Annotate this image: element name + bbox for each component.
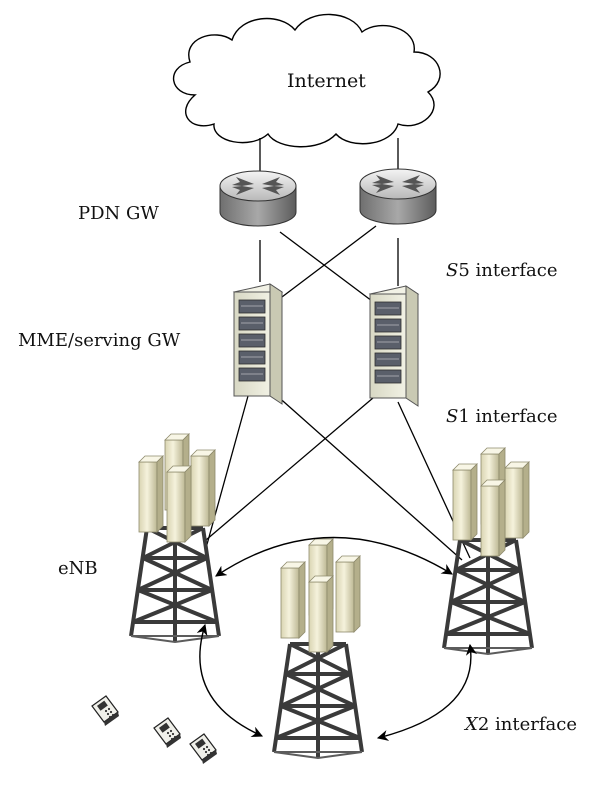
server-rack-icon [233,283,283,405]
pdn-gw-label: PDN GW [78,203,159,224]
s5-prefix: S [446,260,459,281]
cloud-icon [172,13,441,148]
s5-interface-label: S5 interface [446,262,557,280]
enb-label: eNB [58,558,98,579]
x2-links [196,536,478,741]
internet-label: Internet [287,70,366,92]
x2-suffix: 2 interface [477,714,577,735]
cell-tower-icon [272,538,364,760]
mobile-phone-icon [153,717,182,749]
x2-interface-label: X2 interface [465,716,577,734]
s1-prefix: S [446,406,459,427]
x2-prefix: X [465,714,478,735]
router-icon [219,170,297,227]
mobile-phone-icon [91,695,120,727]
s1-suffix: 1 interface [458,406,558,427]
mme-serving-gw-label: MME/serving GW [18,330,181,351]
cell-tower-icon [129,433,221,644]
server-rack-icon [369,285,419,407]
cell-tower-icon [442,447,534,656]
s1-interface-label: S1 interface [446,408,557,426]
s5-suffix: 5 interface [458,260,558,281]
mobile-phone-icon [189,733,218,765]
router-icon [359,168,437,225]
